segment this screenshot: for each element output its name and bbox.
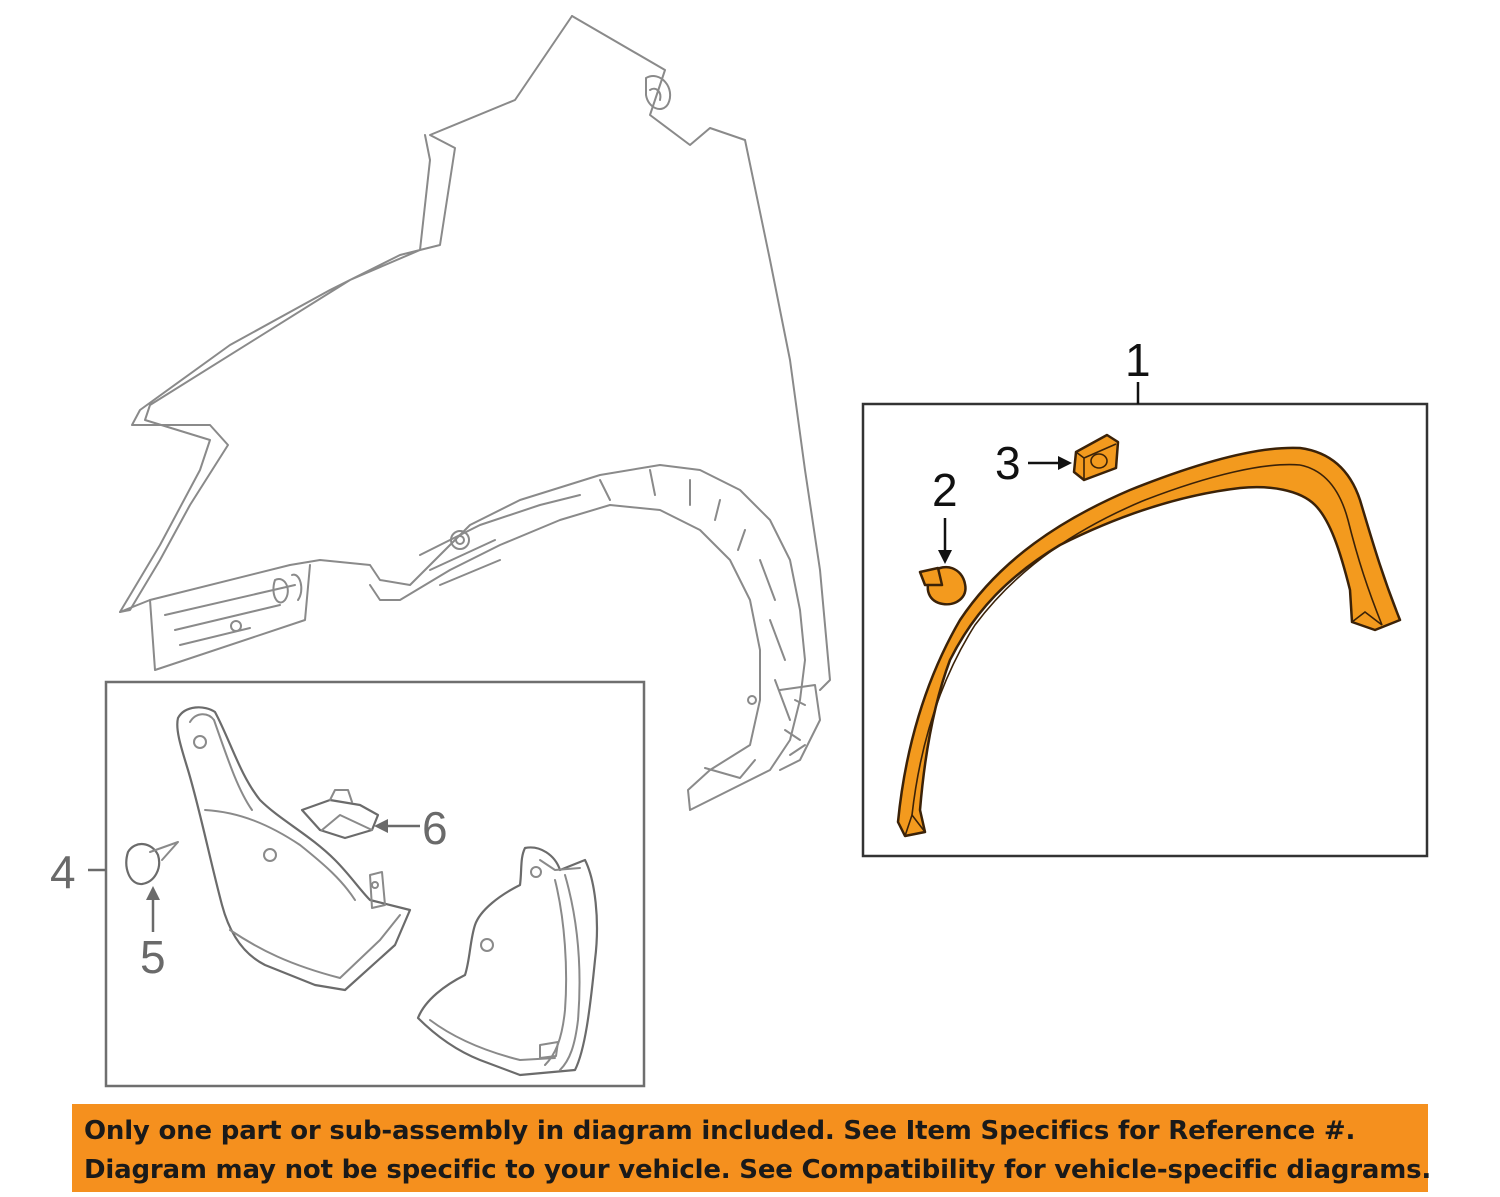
splash-guard-box bbox=[104, 680, 646, 1088]
callout-6: 6 bbox=[374, 802, 448, 854]
callout-5: 5 bbox=[140, 886, 166, 983]
fender-panel bbox=[119, 15, 831, 811]
nut-clip bbox=[300, 789, 380, 840]
callout-4-label: 4 bbox=[50, 846, 76, 898]
callout-3-label: 3 bbox=[995, 437, 1021, 489]
callout-3: 3 bbox=[995, 437, 1072, 489]
callout-6-label: 6 bbox=[422, 802, 448, 854]
callout-5-label: 5 bbox=[140, 931, 166, 983]
push-fastener bbox=[125, 841, 179, 886]
push-pin-retainer bbox=[918, 565, 967, 606]
disclaimer-line-2: Diagram may not be specific to your vehi… bbox=[84, 1155, 1432, 1185]
disclaimer-line-1: Only one part or sub-assembly in diagram… bbox=[84, 1116, 1356, 1146]
wheel-opening-molding bbox=[896, 446, 1402, 838]
callout-4: 4 bbox=[50, 846, 106, 898]
callout-2-label: 2 bbox=[932, 464, 958, 516]
callout-1: 1 bbox=[1125, 334, 1151, 404]
callout-2: 2 bbox=[932, 464, 958, 564]
splash-guard-rear bbox=[416, 846, 599, 1077]
molding-detail-box bbox=[861, 402, 1429, 858]
disclaimer-banner: Only one part or sub-assembly in diagram… bbox=[72, 1104, 1432, 1192]
callout-1-label: 1 bbox=[1125, 334, 1151, 386]
clip-nut bbox=[1072, 433, 1120, 482]
splash-guard-front bbox=[176, 706, 412, 992]
